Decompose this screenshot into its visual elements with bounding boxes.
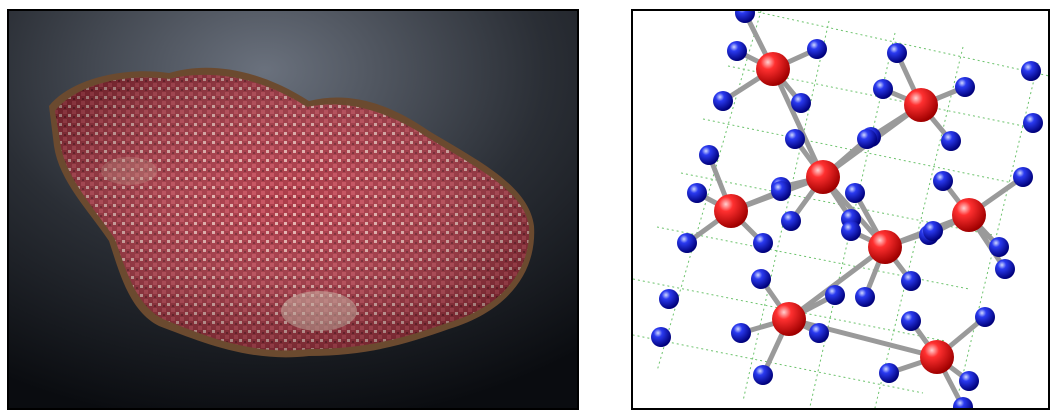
central-atom (714, 194, 748, 228)
structure-canvas (633, 11, 1048, 408)
ligand-atom (953, 397, 973, 408)
ligand-atom (959, 371, 979, 391)
specimen-shading (55, 74, 530, 351)
cell-edge-line (656, 11, 762, 372)
ligand-atom (933, 171, 953, 191)
central-atom (756, 52, 790, 86)
ligand-atom (791, 93, 811, 113)
ligand-atom (975, 307, 995, 327)
ligand-atom (995, 259, 1015, 279)
ligand-atom (727, 41, 747, 61)
central-atom (772, 302, 806, 336)
central-atom (868, 230, 902, 264)
ligand-atom (651, 327, 671, 347)
ligand-atom (901, 311, 921, 331)
ligand-atom (841, 221, 861, 241)
ligand-atom (807, 39, 827, 59)
ligand-atom (1013, 167, 1033, 187)
central-atom (904, 88, 938, 122)
ligand-atom (855, 287, 875, 307)
mineral-specimen (49, 67, 535, 358)
bond (770, 66, 826, 180)
ligand-atom (751, 269, 771, 289)
ligand-atom (677, 233, 697, 253)
ligand-atom (659, 289, 679, 309)
ligand-atom (825, 285, 845, 305)
mineral-specimen-photo (7, 9, 579, 410)
ligand-atom (809, 323, 829, 343)
ligand-atom (873, 79, 893, 99)
central-atom (952, 198, 986, 232)
ligand-atom (989, 237, 1009, 257)
cell-edge-line (874, 46, 964, 408)
ligand-atom (713, 91, 733, 111)
cell-edge-line (633, 278, 946, 342)
ligand-atom (923, 221, 943, 241)
ligand-atom (879, 363, 899, 383)
mineral-photo-canvas (9, 11, 577, 408)
ligand-atom (735, 11, 755, 23)
ligand-atom (731, 323, 751, 343)
ligand-atom (785, 129, 805, 149)
ligand-atom (845, 183, 865, 203)
ligand-atom (781, 211, 801, 231)
ligand-atom (941, 131, 961, 151)
ligand-atom (771, 181, 791, 201)
ligand-atom (901, 271, 921, 291)
ligand-atom (1021, 61, 1041, 81)
central-atom (806, 160, 840, 194)
atoms (651, 11, 1043, 408)
ligand-atom (1023, 113, 1043, 133)
ligand-atom (955, 77, 975, 97)
ligand-atom (857, 129, 877, 149)
unit-cell-edges (633, 11, 1048, 408)
ligand-atom (687, 183, 707, 203)
central-atom (920, 340, 954, 374)
ligand-atom (887, 43, 907, 63)
ligand-atom (753, 233, 773, 253)
ligand-atom (753, 365, 773, 385)
cell-edge-line (954, 62, 1039, 408)
bond (786, 244, 888, 322)
crystal-structure-model (631, 9, 1050, 410)
ligand-atom (699, 145, 719, 165)
